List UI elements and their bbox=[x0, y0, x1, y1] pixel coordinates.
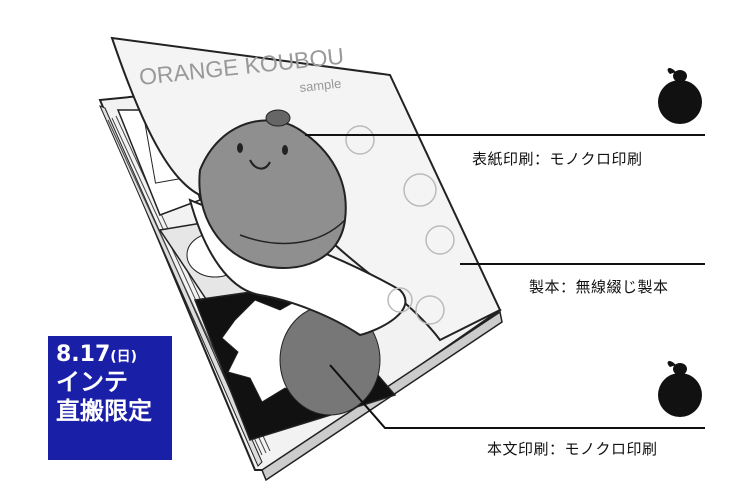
cover-print-label: 表紙印刷：モノクロ印刷 bbox=[472, 150, 643, 168]
badge-date-line: 8.17(日) bbox=[56, 342, 164, 368]
orange-fruit-icon bbox=[658, 68, 702, 124]
body-leader bbox=[329, 364, 705, 429]
cover-page: ORANGE KOUBOU sample bbox=[110, 36, 502, 342]
event-badge: 8.17(日) インテ 直搬限定 bbox=[48, 336, 172, 460]
badge-note: 直搬限定 bbox=[56, 397, 152, 426]
orange-fruit-icon bbox=[658, 361, 702, 417]
binding-label: 製本：無線綴じ製本 bbox=[529, 278, 669, 296]
badge-date: 8.17 bbox=[56, 342, 111, 367]
cover-subtitle: sample bbox=[299, 76, 342, 95]
badge-event: インテ bbox=[56, 368, 128, 397]
leader-lines bbox=[305, 134, 705, 429]
badge-weekday: (日) bbox=[110, 349, 138, 365]
body-print-label: 本文印刷：モノクロ印刷 bbox=[487, 440, 658, 458]
